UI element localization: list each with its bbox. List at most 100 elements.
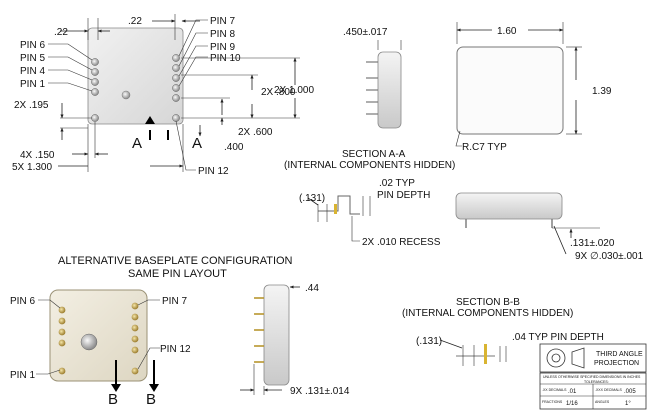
radius-leader xyxy=(455,130,462,147)
alt-dim-44: .44 xyxy=(305,283,319,294)
xxx-value: .005 xyxy=(624,389,636,395)
section-b-title: SECTION B-B xyxy=(456,297,520,308)
dim-diameter: 9X ∅.030±.001 xyxy=(575,251,644,262)
radius-label: R.C7 TYP xyxy=(462,142,507,153)
section-pin xyxy=(334,204,337,214)
dim-1300: 5X 1.300 xyxy=(12,162,52,173)
section-mark-b-left: B xyxy=(108,391,118,408)
alt-module-side xyxy=(263,284,290,386)
top-view: .22 .22 PIN 6 PIN 5 PIN 4 PIN 1 PIN 7 PI… xyxy=(12,14,314,177)
dim-600: 2X .600 xyxy=(238,127,273,138)
dim-top-left: .22 xyxy=(54,27,68,38)
pin-7-dot xyxy=(172,54,180,62)
alt-pin-7-leader xyxy=(137,299,160,306)
right-view: 1.60 1.39 R.C7 TYP xyxy=(455,22,612,153)
dim-150: 4X .150 xyxy=(20,150,55,161)
section-a-subtitle: (INTERNAL COMPONENTS HIDDEN) xyxy=(284,160,455,171)
alt-pin-10-dot xyxy=(131,335,139,343)
angles-label: ANGLES xyxy=(595,400,610,404)
alt-pin-12-leader xyxy=(137,347,160,370)
section-a-title: SECTION A-A xyxy=(342,149,406,160)
tolerance-line2: TOLERANCES: xyxy=(584,380,609,384)
section-b-pin xyxy=(484,344,487,364)
pin-8-dot xyxy=(172,64,180,72)
pin-bottom-left-dot xyxy=(91,114,99,122)
section-a-pin-depth: PIN DEPTH xyxy=(377,190,430,201)
dim-1000: 2X 1.000 xyxy=(274,85,314,96)
pin-5-label: PIN 5 xyxy=(20,53,45,64)
alt-title: ALTERNATIVE BASEPLATE CONFIGURATION xyxy=(58,255,293,267)
alt-pin-12-dot xyxy=(131,367,139,375)
projection-line2: PROJECTION xyxy=(594,360,639,367)
pin-4-dot xyxy=(91,78,99,86)
module-body-top xyxy=(87,27,184,125)
pin-11-dot xyxy=(172,94,180,102)
section-mark-b-right: B xyxy=(146,391,156,408)
section-a-a: SECTION A-A (INTERNAL COMPONENTS HIDDEN)… xyxy=(284,149,455,248)
alt-pin-7-label: PIN 7 xyxy=(162,296,187,307)
pin-6-dot xyxy=(91,58,99,66)
left-pin-leaders xyxy=(48,43,93,92)
pin-7-label: PIN 7 xyxy=(210,16,235,27)
pin-1-dot xyxy=(91,88,99,96)
pin-12-label: PIN 12 xyxy=(198,166,229,177)
fractions-label: FRACTIONS xyxy=(542,400,563,404)
pin-12-dot xyxy=(172,114,180,122)
pin-10-label: PIN 10 xyxy=(210,53,241,64)
section-mark-a-right: A xyxy=(192,135,202,152)
alt-pin-8-dot xyxy=(131,313,139,321)
section-b-b: SECTION B-B (INTERNAL COMPONENTS HIDDEN)… xyxy=(402,297,604,366)
dim-side-height: .450±.017 xyxy=(343,27,388,38)
section-b-dim-04: .04 TYP PIN DEPTH xyxy=(512,332,604,343)
pin-9-label: PIN 9 xyxy=(210,42,235,53)
alt-pin-5-dot xyxy=(58,317,66,325)
section-a-recess: 2X .010 RECESS xyxy=(362,237,441,248)
section-mark-a-left: A xyxy=(132,135,142,152)
alt-pin-11-dot xyxy=(131,346,139,354)
dim-400: .400 xyxy=(224,142,244,153)
section-b-subtitle: (INTERNAL COMPONENTS HIDDEN) xyxy=(402,308,573,319)
alt-pin-7-dot xyxy=(131,302,139,310)
right-vertical-dimensions xyxy=(181,57,300,137)
section-b-arrow-left xyxy=(111,384,121,392)
angles-value: 1° xyxy=(625,401,631,407)
recess-leader xyxy=(351,216,360,242)
center-pin xyxy=(121,90,131,100)
dim-800: 2X .800 xyxy=(261,87,296,98)
projection-inner-circle-icon xyxy=(551,353,561,363)
projection-cone-icon xyxy=(571,347,585,369)
alt-pin-1-dot xyxy=(58,339,66,347)
dim-width-1-60: 1.60 xyxy=(497,26,517,37)
alt-pin-1-leader xyxy=(36,369,61,375)
dim-leader xyxy=(439,339,463,349)
top-dimension-lines xyxy=(60,14,200,40)
side-view: .450±.017 xyxy=(343,27,402,129)
pin-1-label: PIN 1 xyxy=(20,79,45,90)
section-a-dim-02: .02 TYP xyxy=(379,178,415,189)
alt-center-pin xyxy=(80,333,98,351)
section-b-arrow-right xyxy=(149,384,159,392)
module-front xyxy=(455,192,563,220)
dim-height-1-39: 1.39 xyxy=(592,86,612,97)
alt-module-body xyxy=(49,289,148,382)
front-view: .131±.020 9X ∅.030±.001 xyxy=(455,192,644,262)
pin-10-dot xyxy=(172,84,180,92)
pin-4-label: PIN 4 xyxy=(20,66,45,77)
alt-pin-6-dot xyxy=(58,306,66,314)
module-outline xyxy=(456,46,564,135)
section-a-arrows xyxy=(145,116,169,140)
xx-value: .01 xyxy=(568,389,577,395)
projection-line1: THIRD ANGLE xyxy=(596,351,643,358)
xx-label: .XX DECIMALS xyxy=(542,388,567,392)
alt-pin-9-dot xyxy=(131,324,139,332)
left-bottom-dimensions xyxy=(58,103,184,172)
projection-box xyxy=(539,343,647,373)
title-block: THIRD ANGLE PROJECTION UNLESS OTHERWISE … xyxy=(539,343,647,410)
dia-leader xyxy=(553,225,567,255)
xxx-label: .XXX DECIMALS xyxy=(595,388,623,392)
right-pin-leaders xyxy=(178,19,208,87)
dim-top-mid: .22 xyxy=(128,16,142,27)
pin-5-dot xyxy=(91,68,99,76)
